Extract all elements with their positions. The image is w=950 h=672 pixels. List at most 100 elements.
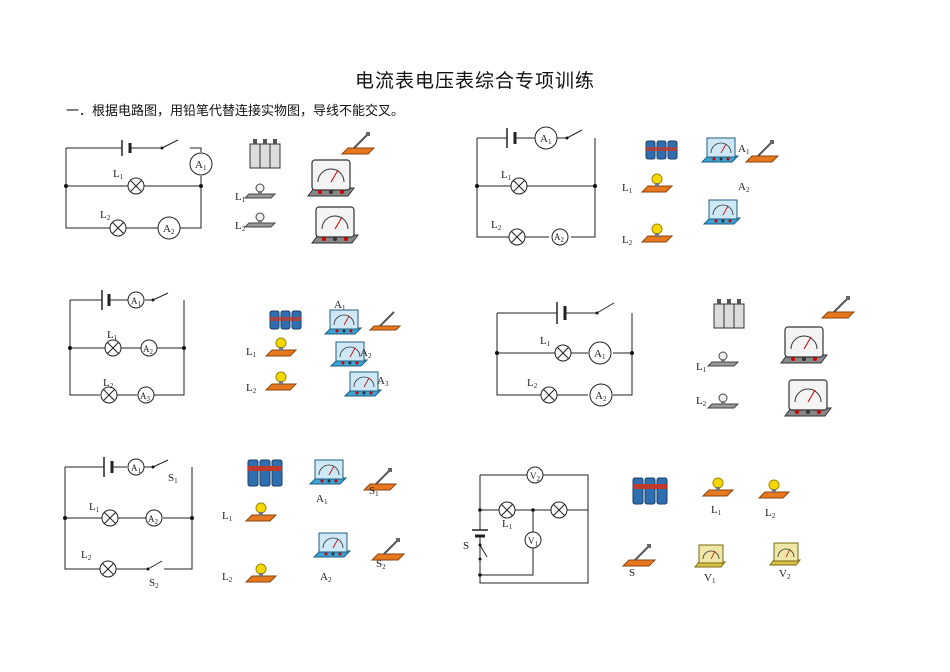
switch-icon	[622, 543, 656, 567]
circuit-diagram-2: A1 L1 L2 A2	[475, 126, 597, 246]
svg-text:L2: L2	[235, 220, 246, 233]
battery-icon	[249, 138, 281, 169]
ammeter-icon	[344, 371, 382, 397]
svg-text:L1: L1	[222, 510, 233, 523]
svg-text:L2: L2	[222, 571, 233, 584]
svg-text:A2: A2	[163, 223, 175, 236]
voltmeter-icon	[694, 544, 726, 568]
svg-text:A1: A1	[540, 133, 552, 146]
svg-text:A1: A1	[334, 299, 346, 312]
circuit-diagram-6: S V2 L1 V1	[463, 466, 589, 584]
svg-text:A2: A2	[360, 347, 372, 360]
voltmeter-icon	[769, 542, 801, 566]
components-6: L1 L2 S V1 V2	[622, 477, 801, 585]
ammeter-icon	[311, 206, 359, 244]
svg-text:L1: L1	[502, 518, 513, 531]
svg-text:L2: L2	[622, 234, 633, 247]
lamp-icon	[758, 479, 790, 499]
svg-text:L2: L2	[527, 377, 538, 390]
svg-text:S: S	[629, 567, 635, 579]
svg-text:S1: S1	[168, 472, 178, 485]
ammeter-icon	[780, 326, 828, 364]
page-title: 电流表电压表综合专项训练	[354, 70, 595, 92]
ammeter-icon	[324, 309, 362, 335]
svg-text:A1: A1	[131, 296, 142, 308]
ammeter-icon	[309, 459, 347, 485]
switch-icon	[369, 311, 401, 331]
circuit-diagram-1: A1 L1 L2 A2	[64, 139, 213, 240]
svg-text:L1: L1	[622, 182, 633, 195]
svg-text:A2: A2	[595, 390, 607, 403]
svg-text:L1: L1	[246, 346, 257, 359]
svg-text:A1: A1	[738, 143, 750, 156]
lamp-icon	[707, 393, 739, 409]
svg-text:L2: L2	[81, 549, 92, 562]
svg-text:V2: V2	[779, 568, 791, 581]
svg-text:A2: A2	[320, 571, 332, 584]
svg-text:A2: A2	[143, 344, 154, 356]
lamp-icon	[641, 173, 673, 193]
circuit-diagram-5: A1 S1 L1 A2 L2 S2	[63, 457, 194, 590]
svg-text:A1: A1	[131, 463, 142, 475]
svg-text:L1: L1	[501, 169, 512, 182]
battery-icon	[632, 477, 668, 505]
svg-text:A2: A2	[554, 232, 565, 244]
instruction-text: 一．根据电路图，用铅笔代替连接实物图，导线不能交叉。	[66, 104, 405, 119]
svg-text:S1: S1	[369, 485, 379, 498]
lamp-icon	[641, 223, 673, 243]
lamp-icon	[702, 477, 734, 497]
switch-icon	[745, 139, 779, 163]
svg-text:L2: L2	[246, 382, 257, 395]
svg-text:S2: S2	[149, 577, 159, 590]
lamp-icon	[707, 351, 739, 367]
svg-text:S: S	[463, 540, 469, 552]
svg-text:L1: L1	[540, 335, 551, 348]
svg-text:A1: A1	[594, 348, 606, 361]
svg-text:A2: A2	[148, 514, 159, 526]
lamp-icon	[244, 183, 276, 199]
components-5: A1 S1 L1 A2 S2 L2	[222, 459, 405, 584]
lamp-icon	[245, 563, 277, 583]
svg-text:L2: L2	[100, 209, 111, 222]
svg-text:S2: S2	[376, 558, 386, 571]
components-3: A1 L1 A2 L2 A3	[246, 299, 401, 397]
battery-icon	[247, 459, 283, 487]
lamp-icon	[265, 371, 297, 391]
circuit-diagram-3: A1 L1 A2 L2 A3	[68, 290, 186, 404]
svg-text:L1: L1	[113, 168, 124, 181]
svg-text:A3: A3	[140, 391, 151, 403]
svg-text:V1: V1	[704, 572, 716, 585]
svg-text:A3: A3	[377, 375, 389, 388]
switch-icon	[821, 295, 855, 319]
svg-text:L2: L2	[765, 507, 776, 520]
battery-icon	[269, 310, 302, 330]
svg-text:V2: V2	[530, 471, 541, 483]
ammeter-icon	[784, 379, 832, 417]
svg-text:A2: A2	[738, 181, 750, 194]
lamp-icon	[265, 337, 297, 357]
svg-text:L1: L1	[235, 191, 246, 204]
svg-text:L2: L2	[103, 377, 114, 390]
components-2: A1 L1 A2 L2	[622, 137, 779, 247]
svg-text:L1: L1	[696, 361, 707, 374]
battery-icon	[645, 140, 678, 160]
svg-text:V1: V1	[528, 536, 539, 548]
ammeter-icon	[701, 137, 739, 163]
switch-icon	[371, 537, 405, 561]
components-1: L1 L2	[235, 131, 375, 244]
switch-icon	[341, 131, 375, 155]
circuit-diagram-4: L1 A1 L2 A2	[495, 302, 634, 407]
lamp-icon	[244, 212, 276, 228]
components-4: L1 L2	[696, 295, 855, 417]
svg-text:L2: L2	[491, 219, 502, 232]
svg-text:A1: A1	[316, 493, 328, 506]
ammeter-icon	[313, 532, 351, 558]
ammeter-icon	[307, 159, 355, 197]
svg-text:L1: L1	[711, 504, 722, 517]
svg-text:L1: L1	[107, 329, 118, 342]
svg-text:L1: L1	[89, 501, 100, 514]
battery-icon	[713, 298, 745, 329]
lamp-icon	[245, 502, 277, 522]
label-a1: A1	[195, 159, 207, 172]
